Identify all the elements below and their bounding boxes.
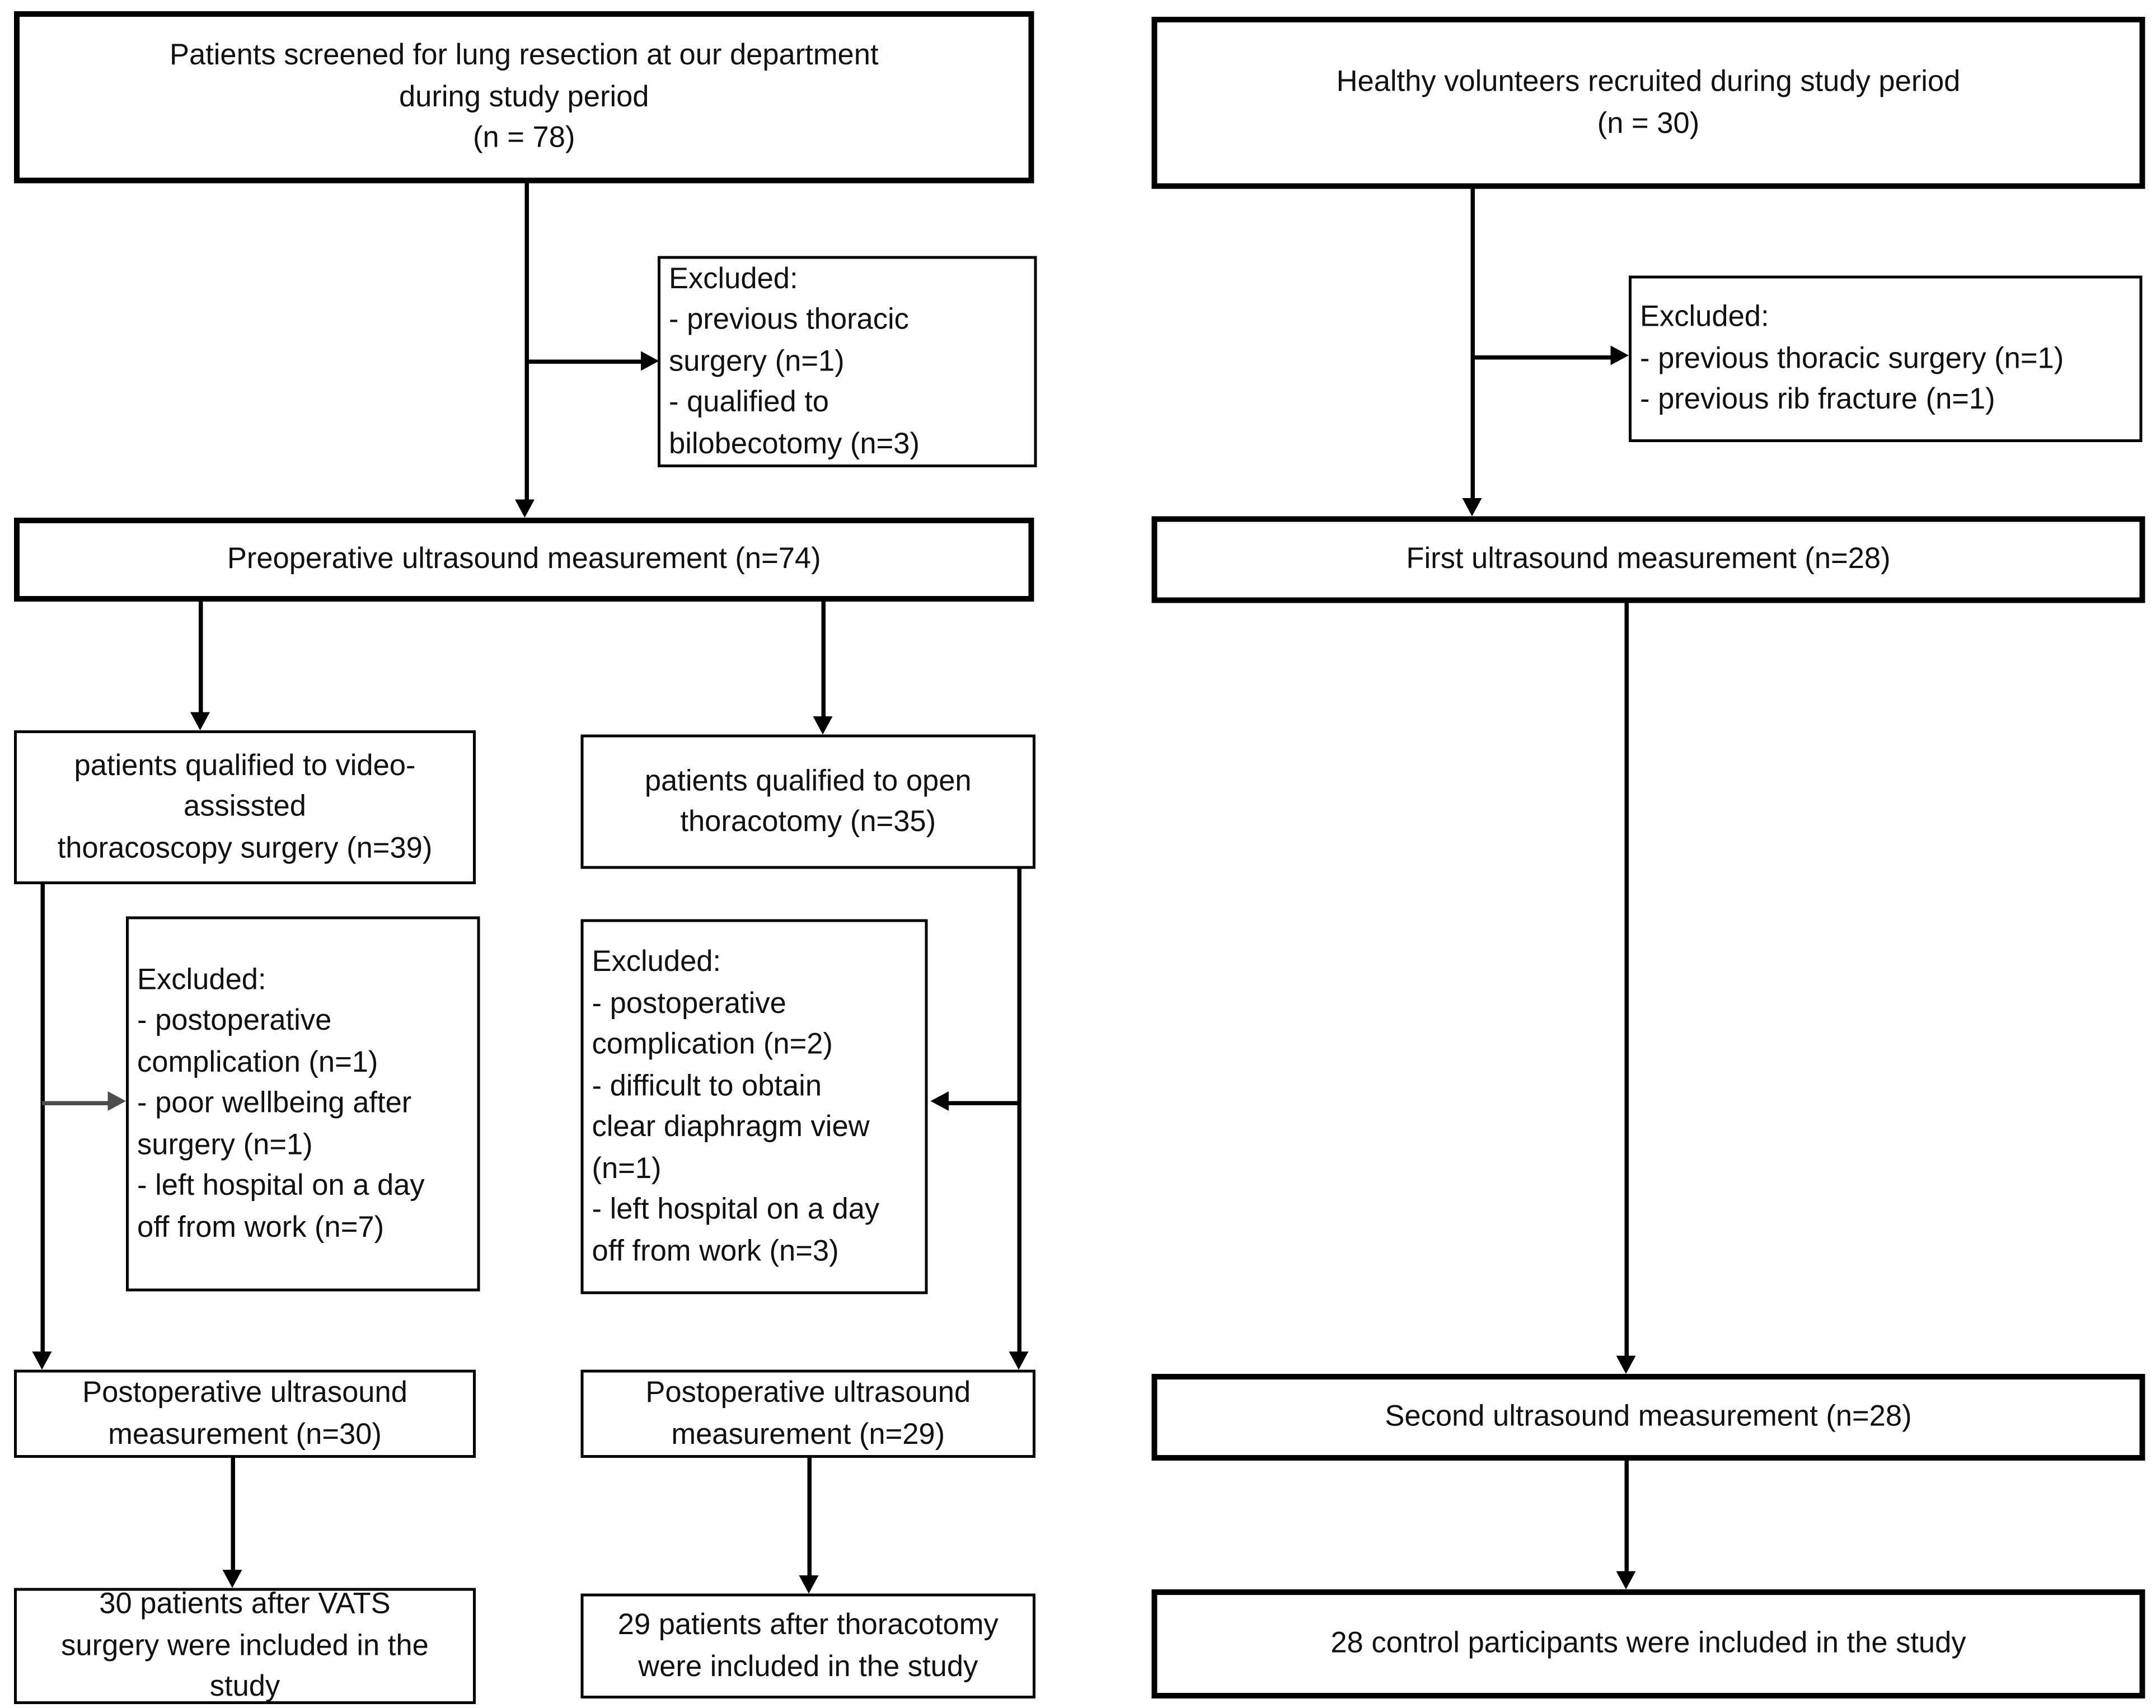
box-postop-ultrasound-vats: Postoperative ultrasound measurement (n=… [14,1369,476,1458]
box-excluded-healthy: Excluded: - previous thoracic surgery (n… [1629,275,2143,442]
box-postop-ultrasound-vats-text: Postoperative ultrasound measurement (n=… [82,1377,407,1451]
connector-postop-included-vats [231,1458,235,1570]
connector-second-included [1624,1461,1628,1571]
box-excluded-thoracotomy: Excluded: - postoperative complication (… [580,919,928,1294]
box-patients-screened-text: Patients screened for lung resection at … [169,39,879,154]
box-included-vats-text: 30 patients after VATS surgery were incl… [61,1588,429,1704]
box-patients-screened: Patients screened for lung resection at … [14,11,1034,184]
arrowhead-vats-postop [32,1352,52,1370]
box-excluded-thoracotomy-text: Excluded: - postoperative complication (… [592,946,880,1267]
box-included-thoracotomy-text: 29 patients after thoracotomy were inclu… [617,1609,999,1683]
box-healthy-volunteers: Healthy volunteers recruited during stud… [1151,17,2145,189]
box-first-ultrasound: First ultrasound measurement (n=28) [1151,516,2145,603]
connector-vats-postop [40,884,44,1352]
arrowhead-screened-excluded [641,351,659,371]
connector-thoracotomy-excluded [949,1101,1019,1105]
arrowhead-thoracotomy-excluded [930,1091,949,1111]
box-excluded-screened: Excluded: - previous thoracic surgery (n… [658,256,1037,467]
arrowhead-preop-thoracotomy [813,716,833,735]
box-excluded-healthy-text: Excluded: - previous thoracic surgery (n… [1640,301,2064,416]
box-second-ultrasound-text: Second ultrasound measurement (n=28) [1385,1401,1912,1433]
connector-preop-vats [199,602,203,712]
arrowhead-thoracotomy-postop [1009,1352,1029,1370]
connector-screened-preop [524,183,528,500]
connector-preop-thoracotomy [821,602,825,716]
box-postop-ultrasound-thoracotomy-text: Postoperative ultrasound measurement (n=… [645,1377,971,1451]
arrowhead-postop-included-thoracotomy [799,1575,819,1594]
box-included-vats: 30 patients after VATS surgery were incl… [14,1588,476,1704]
box-included-thoracotomy: 29 patients after thoracotomy were inclu… [580,1593,1035,1698]
box-vats-qualified: patients qualified to video- assissted t… [14,730,476,884]
connector-thoracotomy-postop [1017,869,1021,1352]
box-excluded-vats-text: Excluded: - postoperative complication (… [137,963,425,1244]
arrowhead-screened-preop [515,499,535,518]
box-thoracotomy-qualified: patients qualified to open thoracotomy (… [580,734,1035,869]
arrowhead-vats-excluded [107,1091,126,1111]
connector-first-second [1624,603,1628,1356]
connector-screened-excluded [524,359,641,363]
arrowhead-first-second [1616,1355,1636,1374]
box-postop-ultrasound-thoracotomy: Postoperative ultrasound measurement (n=… [580,1369,1035,1458]
box-second-ultrasound: Second ultrasound measurement (n=28) [1151,1374,2145,1461]
arrowhead-second-included [1616,1571,1636,1589]
box-included-control-text: 28 control participants were included in… [1330,1627,1966,1660]
connector-postop-included-thoracotomy [807,1458,811,1575]
arrowhead-preop-vats [190,712,210,730]
box-preoperative-ultrasound: Preoperative ultrasound measurement (n=7… [14,518,1034,602]
connector-healthy-first [1470,189,1474,498]
arrowhead-healthy-excluded [1610,345,1629,365]
box-first-ultrasound-text: First ultrasound measurement (n=28) [1406,543,1891,576]
box-vats-qualified-text: patients qualified to video- assissted t… [57,749,433,865]
arrowhead-postop-included-vats [222,1570,242,1588]
connector-vats-excluded [42,1101,108,1105]
box-excluded-screened-text: Excluded: - previous thoracic surgery (n… [669,262,920,460]
box-preoperative-ultrasound-text: Preoperative ultrasound measurement (n=7… [227,543,821,576]
box-healthy-volunteers-text: Healthy volunteers recruited during stud… [1336,65,1961,139]
box-thoracotomy-qualified-text: patients qualified to open thoracotomy (… [644,764,972,838]
box-included-control: 28 control participants were included in… [1151,1589,2145,1698]
arrowhead-healthy-first [1462,498,1482,517]
connector-healthy-excluded [1470,355,1611,359]
box-excluded-vats: Excluded: - postoperative complication (… [126,916,480,1292]
